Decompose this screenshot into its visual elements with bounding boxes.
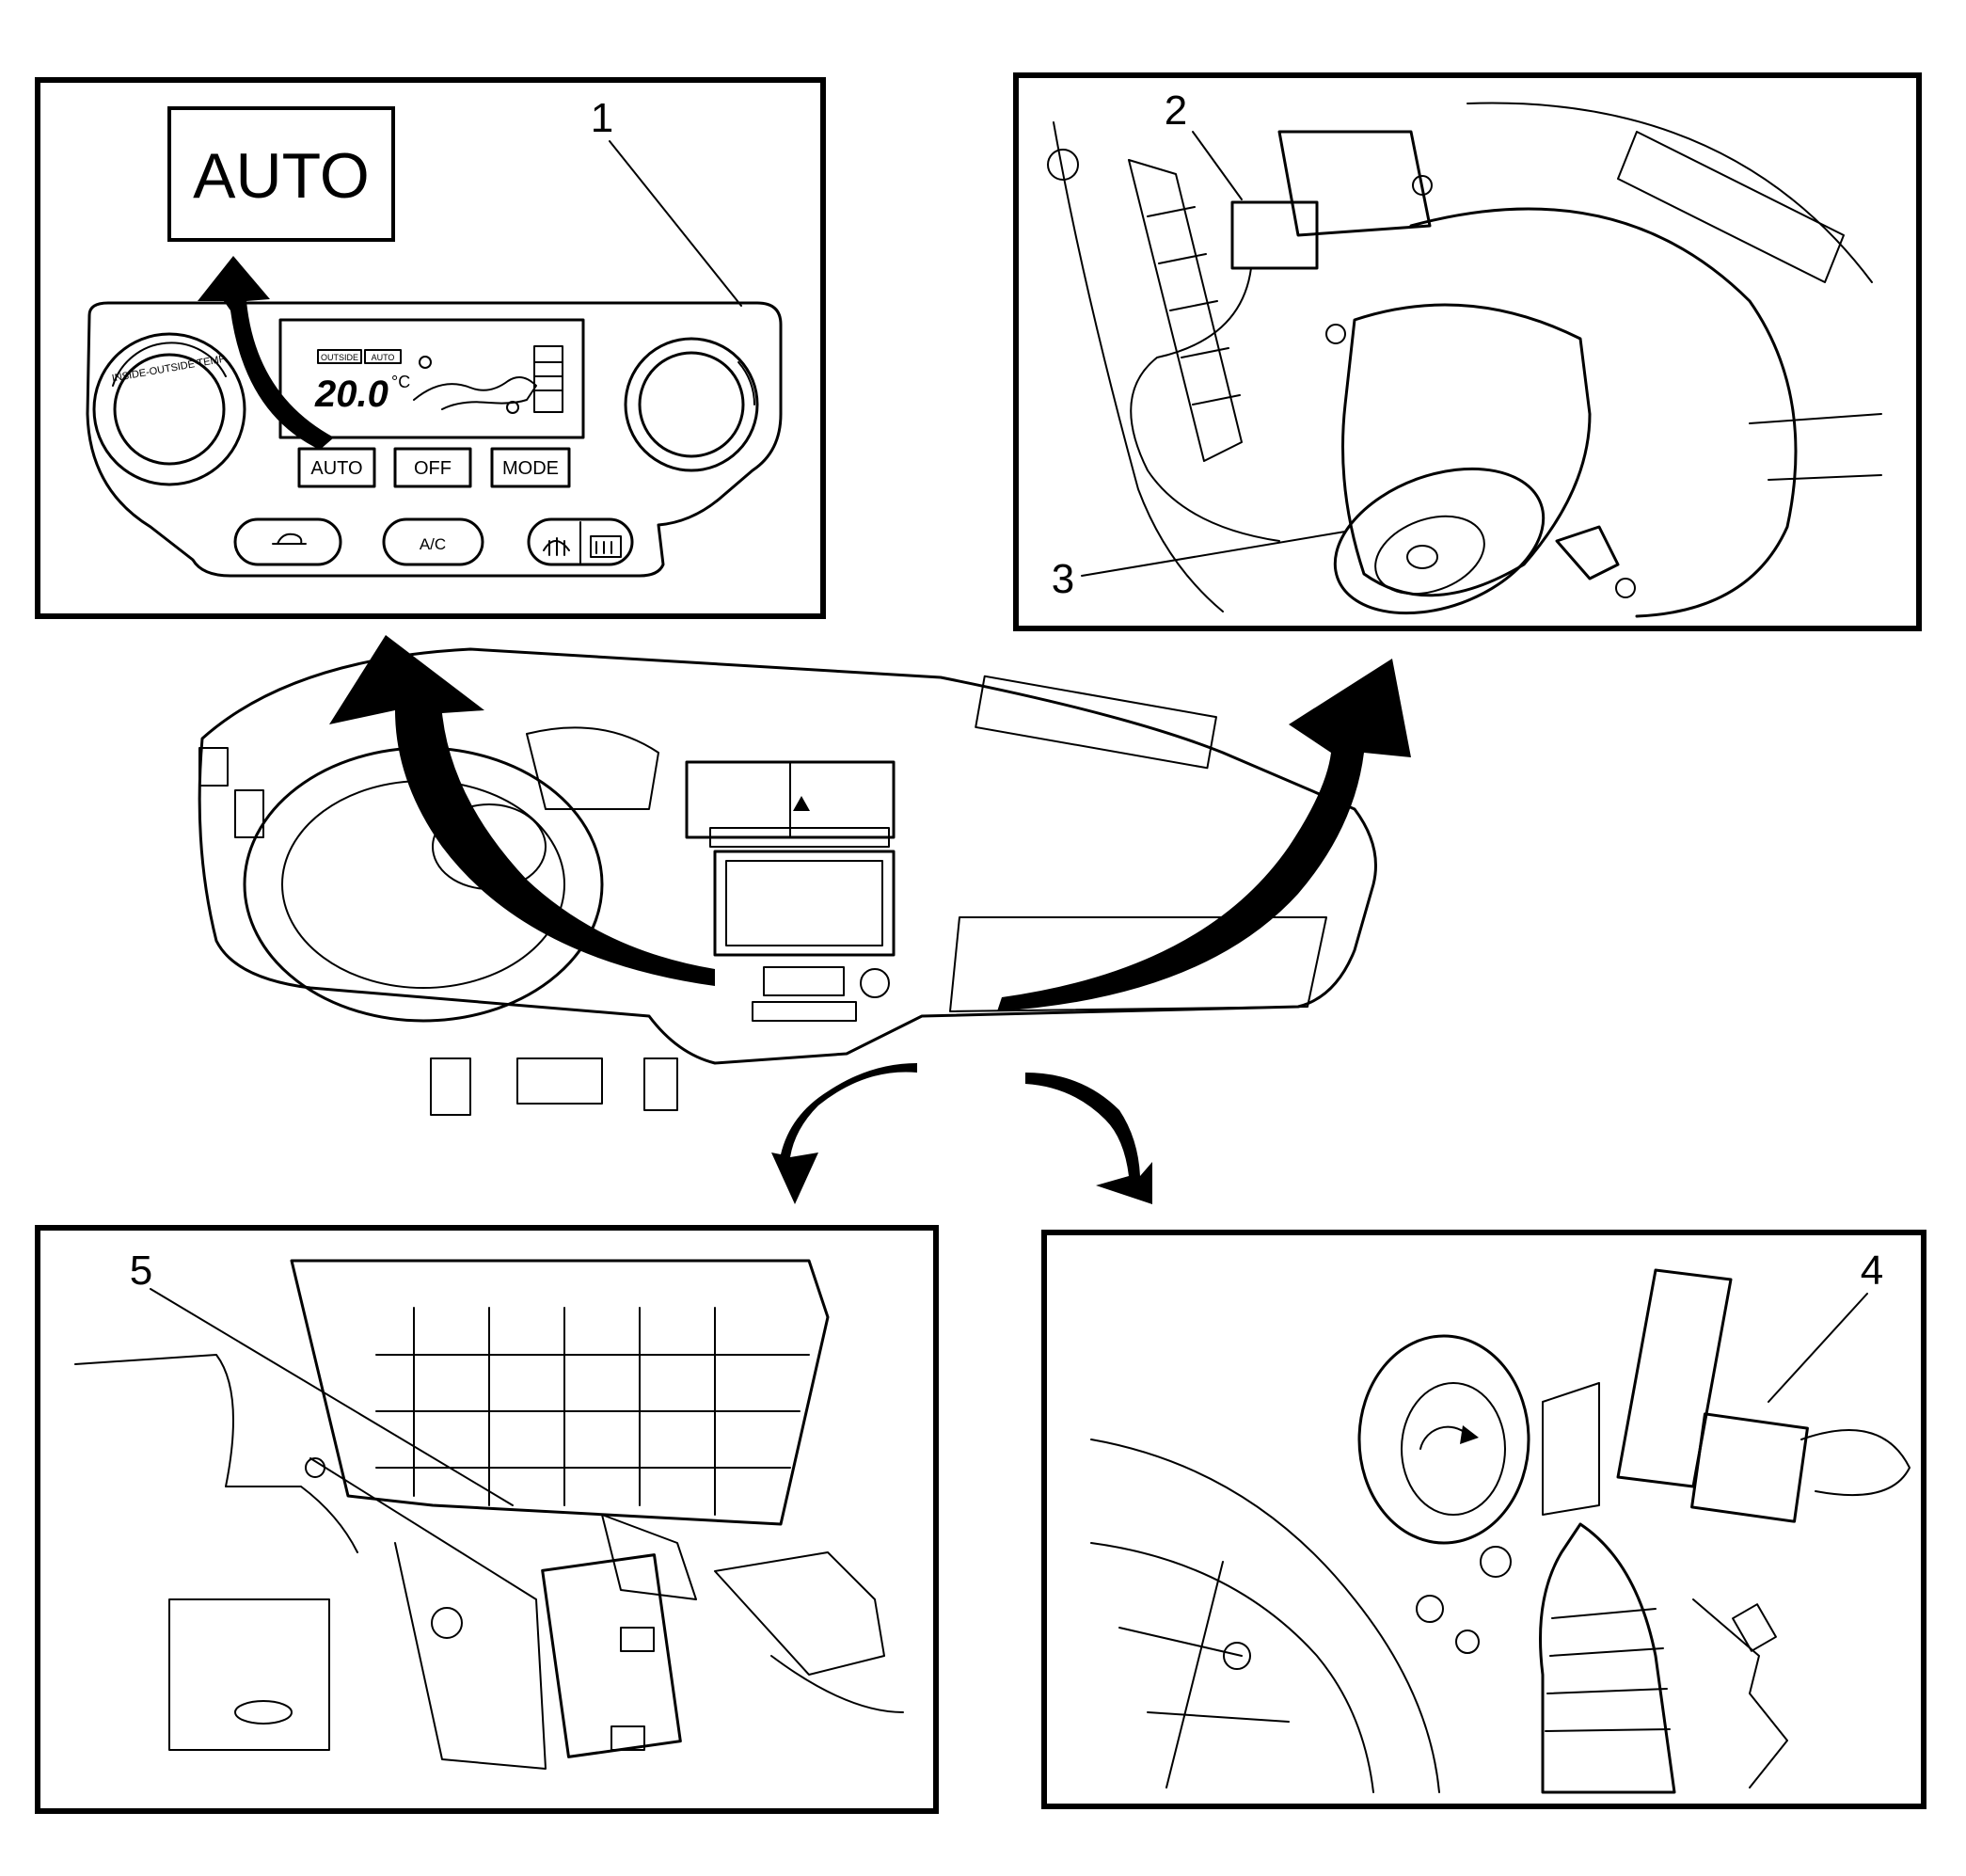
- glove-box: [949, 916, 1327, 1012]
- rotate-arrow-icon: [1460, 1425, 1479, 1444]
- sensor-pigtail-connector: [1732, 1603, 1777, 1652]
- motor-connector: [1230, 200, 1319, 270]
- arrow-to-blower-motor-icon: [997, 659, 1411, 1011]
- arrow-to-sensor-icon: [1025, 1073, 1152, 1204]
- harness-clip: [714, 1551, 885, 1676]
- ac-button-label: A/C: [420, 535, 446, 553]
- blower-motor: [1333, 303, 1636, 615]
- clock-display: [709, 827, 890, 848]
- arrow-to-auto-badge-icon: [198, 256, 334, 450]
- radio-unit: [713, 850, 896, 957]
- blower-scroll: [1409, 207, 1798, 618]
- fastener: [1416, 1595, 1444, 1623]
- in-car-temperature-sensor: [1690, 1412, 1809, 1523]
- defrost-buttons[interactable]: [527, 517, 634, 566]
- panel-blower-motor: 2 3: [1013, 72, 1922, 631]
- airflow-person-icon: [413, 376, 537, 410]
- auto-badge: AUTO: [167, 106, 395, 242]
- leader-line-5: [150, 1288, 514, 1506]
- dashboard-outline: [198, 647, 1377, 1065]
- hvac-knob: [860, 968, 890, 998]
- hvac-buttons: [752, 1001, 857, 1022]
- panel-control-head: AUTO 1 INSIDE-OUTSIDE TEMP OUTSIDE AUTO: [35, 77, 826, 619]
- left-side-vent: [198, 747, 229, 787]
- off-button-label: OFF: [414, 458, 452, 479]
- mounting-screw: [1325, 324, 1346, 344]
- passenger-airbag-cover: [975, 675, 1217, 770]
- case-outline: [1467, 102, 1873, 283]
- mounting-screw: [1412, 175, 1433, 196]
- fastener: [1480, 1546, 1512, 1578]
- lcd-temperature-unit: °C: [391, 373, 410, 391]
- brake-pedal: [516, 1057, 603, 1105]
- bolt-head: [1047, 149, 1079, 181]
- vent-grille: [1128, 159, 1243, 462]
- panel-filter-actuator: 5: [35, 1225, 939, 1814]
- ac-button[interactable]: A/C: [382, 517, 484, 566]
- hvac-display: [763, 966, 845, 996]
- mount-bracket: [168, 1598, 330, 1751]
- left-center-vent: [234, 789, 264, 838]
- duct-outline: [74, 1354, 358, 1553]
- connector-bracket: [1277, 130, 1432, 237]
- front-defrost-icon: [543, 537, 570, 556]
- sensor-tube-fitting: [1542, 1382, 1600, 1516]
- callout-1: 1: [591, 95, 613, 141]
- sensor-wire: [1692, 1598, 1788, 1789]
- mode-button[interactable]: MODE: [490, 447, 571, 488]
- case-vent: [1617, 131, 1845, 283]
- wire-connector: [601, 1514, 697, 1600]
- leader-line-3: [1081, 531, 1346, 577]
- housing-edge-outline: [1053, 121, 1224, 612]
- arrow-to-control-head-icon: [329, 635, 715, 986]
- cabin-air-filter: [290, 1259, 830, 1526]
- control-head-housing: [86, 301, 783, 578]
- fan-wheel-outline: [1090, 1439, 1440, 1793]
- auto-button[interactable]: AUTO: [297, 447, 376, 488]
- auto-badge-label: AUTO: [193, 140, 370, 212]
- sun-sensor-icon: [419, 356, 432, 369]
- fan-icon: [506, 401, 519, 414]
- instrument-cluster: [526, 726, 659, 810]
- callout-4: 4: [1861, 1248, 1883, 1294]
- actuator-lever: [309, 1457, 547, 1770]
- lcd-outside-label: OUTSIDE: [321, 353, 358, 362]
- lcd-temperature: 20.0: [314, 374, 388, 415]
- fastener: [1223, 1642, 1251, 1670]
- arrow-to-filter-icon: [771, 1063, 917, 1204]
- fastener: [1455, 1630, 1480, 1654]
- lcd-auto-label: AUTO: [372, 353, 395, 362]
- leader-line-2: [1192, 131, 1243, 200]
- auto-button-label: AUTO: [310, 458, 362, 479]
- sensor-grommet: [1357, 1334, 1530, 1545]
- aspirator-hose: [1616, 1268, 1733, 1488]
- dashboard-overview: [198, 635, 1411, 1204]
- callout-5: 5: [130, 1248, 152, 1294]
- accelerator-pedal: [643, 1057, 678, 1111]
- callout-2: 2: [1165, 87, 1187, 134]
- callout-3: 3: [1052, 556, 1074, 602]
- leader-line-4: [1768, 1293, 1868, 1403]
- leader-line-1: [609, 140, 742, 307]
- wire-harness: [1130, 267, 1280, 542]
- panel-sensor: 4: [1041, 1230, 1926, 1809]
- fan-speed-bar-icon: [533, 345, 563, 413]
- off-button[interactable]: OFF: [393, 447, 472, 488]
- right-knob: [624, 337, 759, 472]
- recirculation-icon: [272, 533, 307, 545]
- mode-button-label: MODE: [502, 458, 559, 479]
- lcd-display: OUTSIDE AUTO 20.0 °C: [278, 318, 585, 439]
- corrugated-tube: [1539, 1522, 1676, 1794]
- hazard-icon: [793, 796, 810, 811]
- recirculation-button[interactable]: [233, 517, 342, 566]
- rear-defrost-icon: [590, 535, 622, 558]
- motor-connector-tab: [1555, 525, 1620, 580]
- clutch-pedal: [430, 1057, 471, 1116]
